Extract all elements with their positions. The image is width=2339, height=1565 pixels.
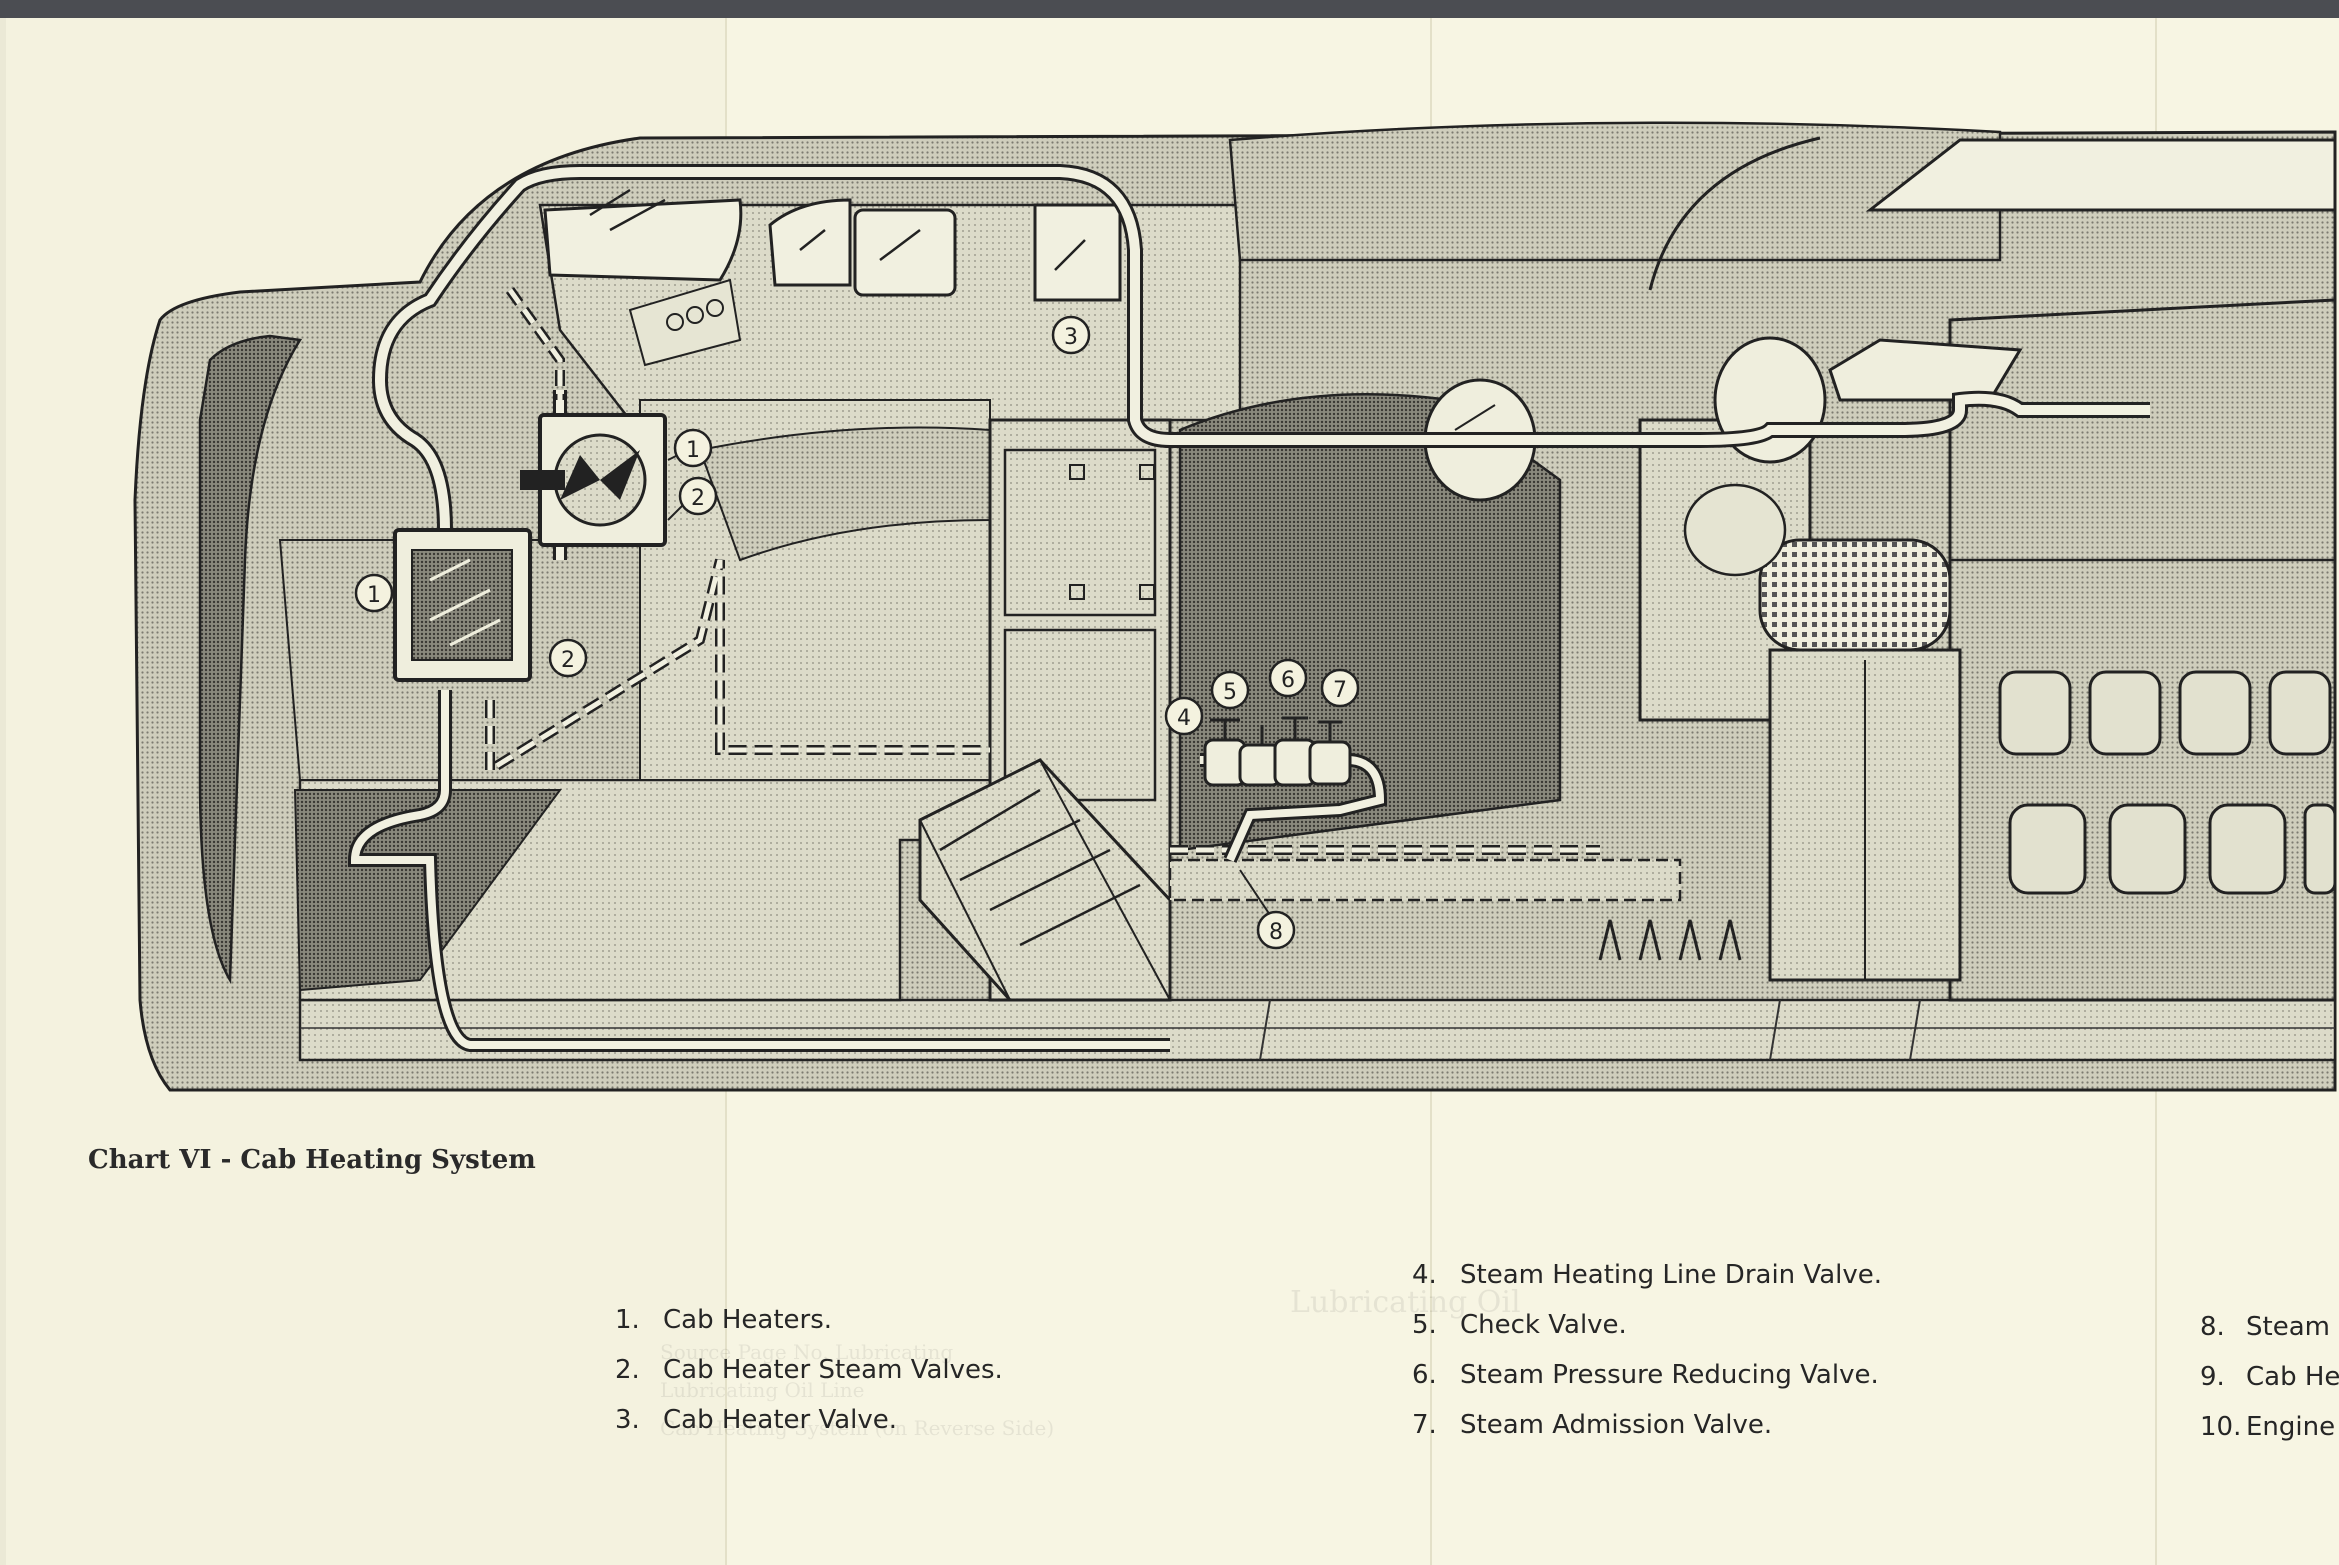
cab-heater-upper [520,413,667,547]
legend-item-10: 10.Engine [2200,1412,2335,1442]
legend-text: Engine [2246,1412,2336,1442]
legend-num: 9. [2200,1362,2225,1392]
bleed-text-lubricating: Lubricating Oil [1290,1285,1521,1320]
legend-num: 7. [1412,1410,1437,1440]
bleed-text-line1: Source Page No. Lubricating [660,1340,954,1364]
svg-text:3: 3 [1064,325,1078,350]
svg-text:7: 7 [1333,678,1347,703]
callout-1-lower: 1 [354,573,394,613]
svg-text:4: 4 [1177,706,1191,731]
legend-num: 10. [2200,1412,2242,1442]
bleed-text-line2: Lubricating Oil Line [660,1378,865,1402]
svg-text:1: 1 [367,583,381,608]
svg-text:2: 2 [691,486,705,511]
legend-item-8: 8. Steam [2200,1312,2330,1342]
svg-text:1: 1 [686,438,700,463]
legend-item-7: 7. Steam Admission Valve. [1412,1410,1772,1440]
legend-num: 4. [1412,1260,1437,1290]
legend-item-9: 9. Cab He [2200,1362,2339,1392]
legend-text: Steam Pressure Reducing Valve. [1460,1360,1879,1390]
callout-2-upper: 2 [667,476,718,521]
svg-text:5: 5 [1223,680,1237,705]
steam-piping [347,164,2150,1052]
legend-num: 8. [2200,1312,2225,1342]
stairway [918,758,1172,1002]
legend-num: 1. [615,1305,640,1335]
legend-text: Steam Heating Line Drain Valve. [1460,1260,1882,1290]
svg-text:2: 2 [561,648,575,673]
callout-4: 4 [1164,696,1204,736]
scan-left-edge [0,18,6,1565]
legend-text: Cab Heater Steam Valves. [663,1355,1003,1385]
legend-num: 2. [615,1355,640,1385]
legend-num: 3. [615,1405,640,1435]
cab-interior [278,188,1242,1002]
cab-heater-lower [393,528,532,682]
callout-8: 8 [1239,869,1296,950]
chart-caption: Chart VI - Cab Heating System [88,1145,536,1175]
callout-7: 7 [1320,668,1360,708]
legend-item-6: 6. Steam Pressure Reducing Valve. [1412,1360,1879,1390]
callout-1-upper: 1 [667,428,713,468]
valve-cluster [1203,716,1352,787]
legend-text: Steam Admission Valve. [1460,1410,1773,1440]
legend-text: Cab Heaters. [663,1305,833,1335]
legend-num: 6. [1412,1360,1437,1390]
legend-item-4: 4. Steam Heating Line Drain Valve. [1412,1260,1882,1290]
engine-compartment [1168,121,2337,1002]
legend-column-3: 8. Steam 9. Cab He 10.Engine [2200,1300,2339,1460]
legend-item-5: 5. Check Valve. [1412,1310,1627,1340]
legend-item-1: 1. Cab Heaters. [615,1305,832,1335]
legend-item-3: 3. Cab Heater Valve. [615,1405,897,1435]
legend-text: Cab Heater Valve. [663,1405,898,1435]
legend-text: Check Valve. [1460,1310,1627,1340]
callout-5: 5 [1210,670,1250,710]
callout-3: 3 [1051,315,1091,355]
legend-text: Cab He [2246,1362,2339,1392]
callout-2-lower: 2 [548,638,588,678]
legend-num: 5. [1412,1310,1437,1340]
scan-top-edge [0,0,2339,18]
callout-6: 6 [1268,658,1308,698]
svg-text:6: 6 [1281,668,1295,693]
legend-item-2: 2. Cab Heater Steam Valves. [615,1355,1003,1385]
legend-text: Steam [2246,1312,2330,1342]
svg-text:8: 8 [1269,920,1283,945]
bleed-text-line3: Cab Heating System (on Reverse Side) [660,1416,1055,1440]
